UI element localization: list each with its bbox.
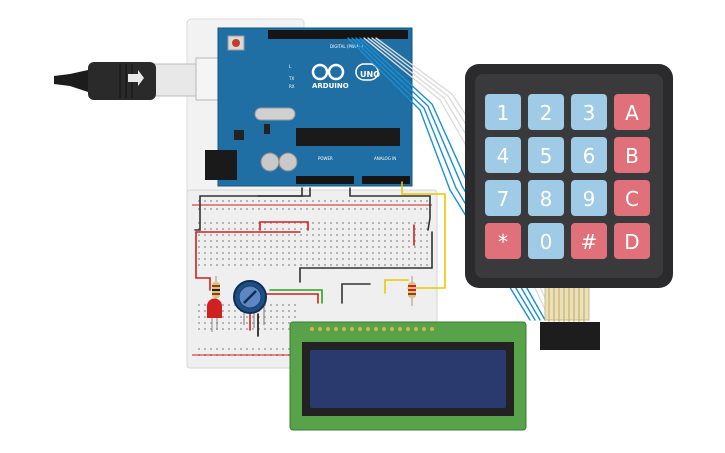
- keypad-key-label: C: [625, 187, 639, 211]
- digital-label: DIGITAL (PWM~): [330, 44, 364, 49]
- keypad-key-5[interactable]: 5: [528, 137, 564, 173]
- keypad-key-label: 7: [497, 187, 510, 211]
- resistor-icon[interactable]: [408, 276, 416, 306]
- led-icon[interactable]: [207, 298, 222, 332]
- keypad-key-star[interactable]: *: [485, 223, 521, 259]
- keypad-key-label: 5: [540, 144, 553, 168]
- keypad-key-2[interactable]: 2: [528, 94, 564, 130]
- keypad-key-label: 0: [540, 230, 553, 254]
- resistor-icon[interactable]: [212, 276, 220, 306]
- keypad-key-9[interactable]: 9: [571, 180, 607, 216]
- led-label-tx: TX: [288, 76, 294, 81]
- dc-jack[interactable]: [205, 150, 237, 180]
- keypad-key-label: A: [625, 101, 639, 125]
- usb-cable-icon[interactable]: [54, 57, 241, 101]
- arduino-uno-board[interactable]: DIGITAL (PWM~) ARDUINO UNO L TX RX POWER…: [205, 27, 413, 187]
- brand-text: ARDUINO: [312, 82, 349, 90]
- keypad-key-label: 1: [497, 101, 510, 125]
- keypad-key-6[interactable]: 6: [571, 137, 607, 173]
- lcd-screen: [310, 350, 506, 408]
- led-label-rx: RX: [289, 84, 295, 89]
- analog-header[interactable]: [362, 176, 410, 184]
- keypad-key-3[interactable]: 3: [571, 94, 607, 130]
- keypad-key-d[interactable]: D: [614, 223, 650, 259]
- digital-header[interactable]: [268, 30, 408, 39]
- keypad-key-8[interactable]: 8: [528, 180, 564, 216]
- keypad-key-b[interactable]: B: [614, 137, 650, 173]
- power-header[interactable]: [296, 176, 354, 184]
- keypad-key-c[interactable]: C: [614, 180, 650, 216]
- arduino-logo-icon: [311, 63, 379, 81]
- keypad-key-label: 9: [583, 187, 596, 211]
- keypad-key-label: 8: [540, 187, 553, 211]
- keypad-key-label: 3: [583, 101, 596, 125]
- keypad-key-a[interactable]: A: [614, 94, 650, 130]
- keypad-key-hash[interactable]: #: [571, 223, 607, 259]
- keypad-key-4[interactable]: 4: [485, 137, 521, 173]
- keypad-key-label: #: [581, 230, 598, 254]
- keypad-key-label: B: [625, 144, 639, 168]
- keypad-key-0[interactable]: 0: [528, 223, 564, 259]
- keypad-key-7[interactable]: 7: [485, 180, 521, 216]
- keypad-key-label: 6: [583, 144, 596, 168]
- keypad-key-label: 4: [497, 144, 510, 168]
- crystal-oscillator: [254, 107, 296, 121]
- model-text: UNO: [360, 70, 380, 79]
- led-label-l: L: [289, 64, 292, 69]
- reset-button[interactable]: [232, 39, 240, 47]
- analog-label: ANALOG IN: [374, 156, 396, 161]
- keypad-key-label: 2: [540, 101, 553, 125]
- lcd-display[interactable]: [289, 321, 527, 431]
- keypad-connector[interactable]: [540, 322, 600, 350]
- keypad-key-label: *: [498, 230, 508, 254]
- microcontroller-chip: [296, 128, 400, 146]
- potentiometer-icon[interactable]: [233, 280, 267, 328]
- power-label: POWER: [318, 156, 333, 161]
- keypad[interactable]: 1 2 3 A 4 5 6 B 7 8 9 C * 0 # D: [465, 64, 673, 350]
- keypad-key-1[interactable]: 1: [485, 94, 521, 130]
- keypad-key-label: D: [624, 230, 639, 254]
